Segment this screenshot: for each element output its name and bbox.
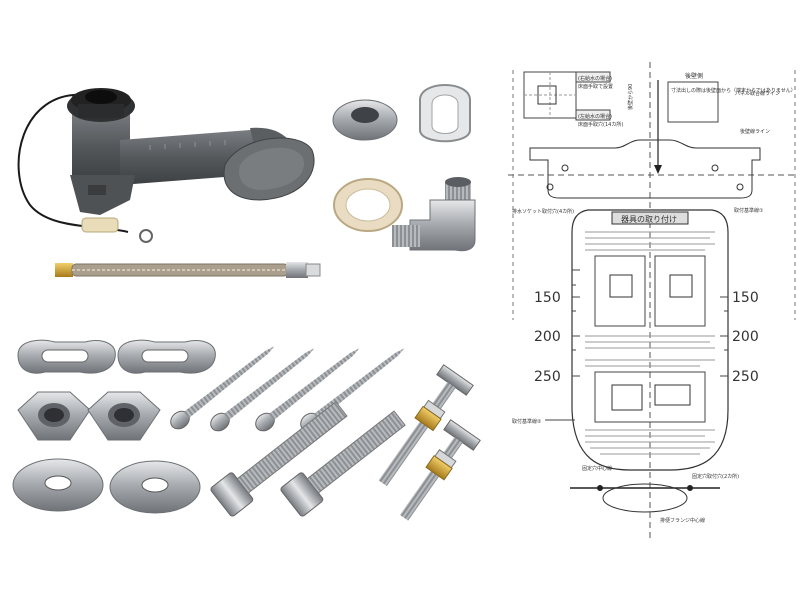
scale-left-200: 200 — [534, 329, 561, 345]
cord-tag — [81, 217, 119, 233]
svg-text:床面手取穴(14カ所): 床面手取穴(14カ所) — [578, 121, 623, 128]
washers — [12, 458, 201, 514]
label-fixing-center: 固定穴中心線 — [582, 465, 612, 472]
label-socket-holes: 排水ソケット取付穴(4カ所) — [512, 208, 574, 215]
label-vertical-mark: 後壁から90 — [627, 84, 634, 110]
note-rear-wall-measure: 寸法出しの際は後壁面から（端末からではありません） — [671, 87, 796, 94]
installation-template: (右給水の場合) 床面手取で設置 (左給水の場合) 床面手取穴(14カ所) 寸法… — [508, 60, 798, 540]
hex-bolts — [210, 401, 406, 517]
svg-text:床面手取で設置: 床面手取で設置 — [578, 83, 613, 90]
cord-ring — [139, 229, 153, 243]
scale-left-250: 250 — [534, 369, 561, 385]
escutcheon-plate — [332, 99, 398, 141]
label-fix-line-1: 取付基準線① — [734, 207, 764, 214]
label-right-supply: (右給水の場合) — [578, 75, 612, 82]
label-rear-wall: 後壁側 — [685, 72, 703, 80]
drain-adapter — [17, 88, 315, 243]
t-bolts — [378, 364, 481, 521]
scale-right-150: 150 — [732, 290, 759, 306]
elbow-fitting — [392, 177, 476, 252]
pipe-clip — [419, 84, 471, 143]
flexible-hose — [55, 262, 321, 278]
label-fix-line-2: 取付基準線② — [512, 418, 542, 425]
label-rear-wall-line: 後壁線ライン — [740, 128, 770, 135]
label-panel-line: パネル取合線ライン — [735, 90, 780, 97]
label-fixing-holes: 固定穴取付穴(2カ所) — [692, 473, 739, 480]
scale-right-250: 250 — [732, 369, 759, 385]
adapter-vertical — [72, 110, 130, 180]
label-left-supply: (左給水の場合) — [578, 113, 612, 120]
scale-right-200: 200 — [732, 329, 759, 345]
label-flange-center: 排便フランジ中心線 — [660, 517, 705, 524]
scale-left-150: 150 — [534, 290, 561, 306]
bracket-plates — [17, 339, 216, 374]
hex-nuts — [17, 391, 161, 441]
sealing-ring — [333, 178, 403, 232]
template-title: 器具の取り付け — [621, 214, 677, 224]
template-bowl-outline — [571, 209, 729, 471]
